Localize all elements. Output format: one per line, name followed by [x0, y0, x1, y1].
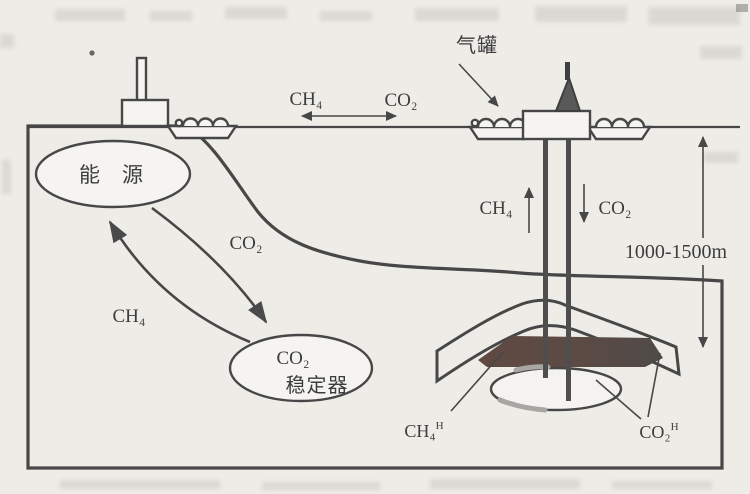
ch4-hydrate-pointer-line: [450, 351, 504, 412]
co2-hydrate-label: CO₂H: [639, 421, 678, 442]
co2-stabilizer-label-line1: CO₂: [276, 348, 309, 369]
shore-barge-tanks: [181, 117, 230, 127]
depth-range-label: 1000-1500m: [625, 241, 728, 263]
co2-curve-arrow: [151, 206, 268, 324]
curve-ch4-label: CH₄: [112, 306, 145, 327]
derrick: [554, 75, 582, 112]
dissociation-pocket: [491, 368, 621, 410]
curve-co2-label: CO₂: [229, 233, 262, 254]
gas-tank-pointer-arrow: [458, 63, 499, 107]
right-barge-tanks: [594, 117, 646, 128]
plant-building: [120, 98, 170, 128]
drilling-platform: [521, 109, 592, 141]
energy-reservoir-label: 能源: [79, 163, 165, 187]
paper-showthrough-noise: [0, 6, 742, 490]
surface-ch4-label: CH₄: [289, 89, 322, 110]
ch4-hydrate-label: CH₄H: [404, 420, 443, 441]
seafloor-sediment-mass: [26, 124, 724, 470]
right-barge-hull: [585, 125, 653, 141]
derrick-mast: [565, 62, 570, 80]
energy-reservoir-ellipse: [34, 139, 192, 209]
shore-barge-hull: [165, 124, 239, 140]
well-ch4-label: CH₄: [479, 198, 512, 219]
co2-stabilizer-label-line2: 稳定器: [286, 374, 349, 397]
ch4-curve-arrow: [108, 220, 251, 344]
ink-speck: [89, 50, 95, 56]
corner-scan-mark: [736, 4, 748, 12]
production-pipe: [543, 139, 548, 378]
hydrate-cap-band: [435, 298, 681, 384]
co2-hydrate-pointer-line-pocket: [595, 379, 642, 420]
well-co2-label: CO₂: [598, 198, 631, 219]
dissociation-pocket-rim: [489, 366, 623, 412]
left-barge-small-tank: [470, 118, 480, 128]
co2-hydrate-pointer-line-band: [647, 352, 661, 418]
gas-tank-label: 气罐: [456, 34, 498, 57]
pocket-rim-gap-bottom: [497, 397, 548, 413]
left-barge-tanks: [476, 117, 528, 128]
co2-stabilizer-ellipse: [228, 333, 374, 403]
surface-co2-label: CO₂: [384, 90, 417, 111]
injection-pipe: [566, 139, 571, 401]
shore-barge-small-tank: [174, 118, 184, 128]
plant-chimney: [135, 56, 148, 104]
